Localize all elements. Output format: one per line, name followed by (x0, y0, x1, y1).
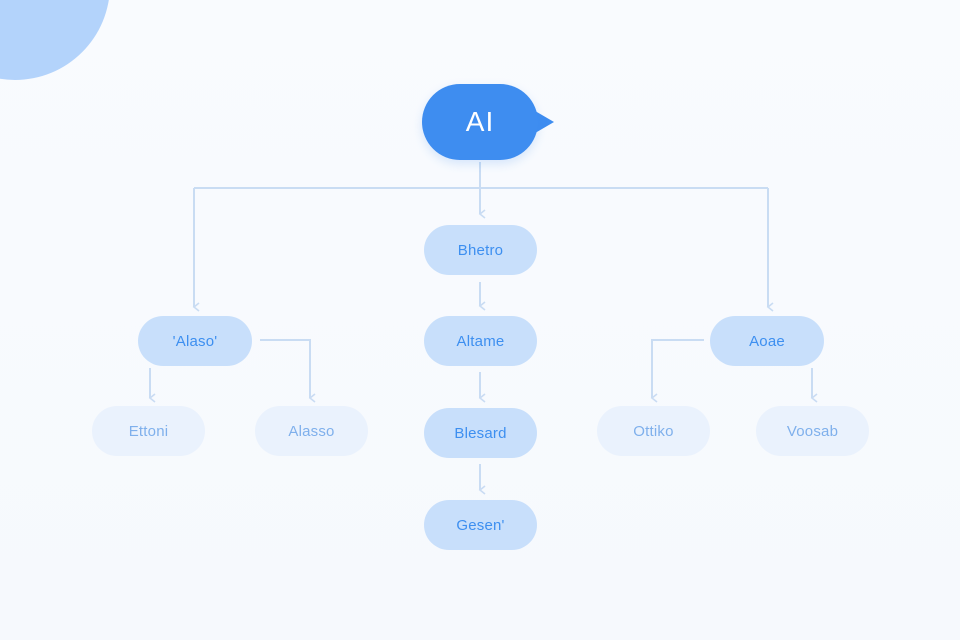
node-left-2a[interactable]: Ettoni (92, 406, 205, 456)
node-right-2b[interactable]: Voosab (756, 406, 869, 456)
node-center-2[interactable]: Altame (424, 316, 537, 366)
root-node-ai[interactable]: AI (422, 84, 538, 160)
connector-right-1-right-2a (650, 339, 704, 403)
node-center-4[interactable]: Gesen' (424, 500, 537, 550)
node-left-1[interactable]: 'Alaso' (138, 316, 252, 366)
node-center-3[interactable]: Blesard (424, 408, 537, 458)
node-right-1[interactable]: Aoae (710, 316, 824, 366)
connector-left-1-left-2b (260, 339, 316, 403)
node-left-2b[interactable]: Alasso (255, 406, 368, 456)
node-right-2a[interactable]: Ottiko (597, 406, 710, 456)
node-center-1[interactable]: Bhetro (424, 225, 537, 275)
